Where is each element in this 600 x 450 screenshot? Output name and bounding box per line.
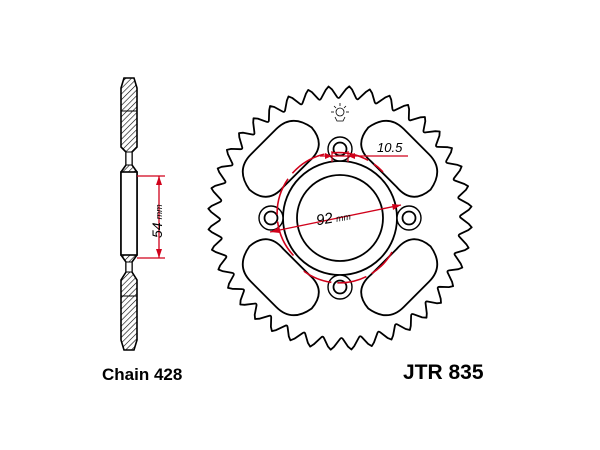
side-profile-hub-web xyxy=(120,171,138,256)
sun-mascot-icon xyxy=(331,103,349,122)
part-number-label: JTR 835 xyxy=(403,361,484,384)
bolt-hole-value: 10.5 xyxy=(377,140,403,155)
bolt-hole xyxy=(263,210,279,226)
lightening-hole xyxy=(360,238,439,317)
bolt-circle-dimension: 92mm xyxy=(269,151,402,284)
bore-dimension-value: 54mm xyxy=(149,204,165,238)
bore-dimension: 54mm xyxy=(137,175,165,259)
lightening-hole xyxy=(241,238,320,317)
bolt-circle-value: 92mm xyxy=(315,206,353,229)
bolt-hole xyxy=(332,279,348,295)
lightening-hole xyxy=(241,119,320,198)
bolt-hole-dimension: 10.5 xyxy=(320,140,408,162)
lightening-holes xyxy=(241,119,439,317)
bolt-hole xyxy=(401,210,417,226)
lightening-hole xyxy=(360,119,439,198)
chain-label: Chain 428 xyxy=(102,365,183,384)
side-profile-view xyxy=(120,77,138,351)
